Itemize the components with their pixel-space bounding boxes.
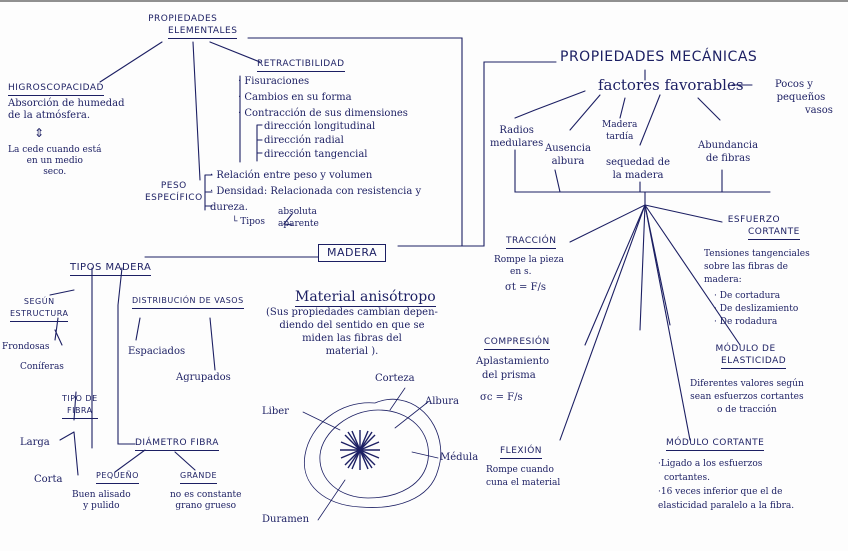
- retractibilidad-items: · Fisuraciones · Cambios en su forma · C…: [238, 76, 408, 119]
- factor-sequedad: sequedad de la madera: [606, 157, 671, 181]
- esfuerzo-cortante-text: Tensiones tangenciales sobre las fibras …: [704, 249, 810, 285]
- compresion-formula: σc = F/s: [480, 392, 523, 403]
- factor-radios-medulares: Radios medulares: [490, 125, 544, 149]
- propiedades-mecanicas-title: PROPIEDADES MECÁNICAS: [560, 49, 758, 65]
- grande-text: no es constante grano grueso: [170, 490, 242, 511]
- peso-tipos-list: absoluta aparente: [278, 207, 319, 229]
- higroscopicidad-text: Absorción de humedad de la atmósfera.: [8, 98, 125, 121]
- modulo-elasticidad-text: Diferentes valores según sean esfuerzos …: [690, 379, 804, 415]
- peso-tipos-label: └ Tipos: [232, 217, 265, 227]
- exchange-arrow-icon: ⇕: [34, 126, 45, 140]
- traccion-formula: σt = F/s: [505, 282, 547, 293]
- modulo-cortante-text: ·Ligado a los esfuerzos cortantes. ·16 v…: [658, 459, 795, 511]
- compresion-title: COMPRESIÓN: [484, 336, 550, 350]
- higroscopicidad-note: La cede cuando está en un medio seco.: [8, 145, 102, 177]
- esfuerzo-cortante-title: ESFUERZO CORTANTE: [708, 214, 800, 240]
- agrupados-label: Agrupados: [176, 372, 231, 383]
- peso-especifico-text: · Relación entre peso y volumen · Densid…: [210, 170, 422, 213]
- label-albura: Albura: [425, 396, 460, 407]
- higroscopicidad-title: HIGROSCOPACIDAD: [8, 82, 104, 96]
- madera-description: (Sus propiedades cambian depen- diendo d…: [266, 307, 438, 357]
- retractibilidad-directions: dirección longitudinal dirección radial …: [264, 121, 376, 160]
- madera-node: MADERA: [318, 244, 387, 262]
- modulo-elasticidad-title: MÓDULO DE ELASTICIDAD: [705, 343, 787, 369]
- espaciados-label: Espaciados: [128, 346, 186, 357]
- factor-madera-tardia: Madera tardía: [602, 120, 638, 142]
- retractibilidad-title: RETRACTIBILIDAD: [257, 58, 345, 72]
- esfuerzo-cortante-items: · De cortadura · De deslizamiento · De r…: [714, 291, 799, 327]
- frondosas-label: Frondosas: [2, 342, 50, 352]
- tipos-madera-title: TIPOS MADERA: [70, 262, 152, 276]
- pequeno-text: Buen alisado y pulido: [72, 490, 131, 511]
- grande-title: GRANDE: [180, 470, 218, 484]
- modulo-cortante-title: MÓDULO CORTANTE: [666, 437, 765, 451]
- traccion-text: Rompe la pieza en s.: [494, 255, 564, 277]
- tipo-fibra-title: TIPO DE FIBRA: [62, 393, 98, 419]
- diametro-fibra-title: DIÁMETRO FIBRA: [135, 437, 219, 451]
- corta-label: Corta: [34, 474, 63, 485]
- label-corteza: Corteza: [375, 373, 415, 384]
- propiedades-elementales-title: PROPIEDADES ELEMENTALES: [128, 13, 238, 39]
- label-duramen: Duramen: [262, 514, 310, 525]
- pocos-vasos: Pocos y pequeños vasos: [774, 79, 833, 116]
- coniferas-label: Coníferas: [20, 362, 64, 372]
- flexion-title: FLEXIÓN: [500, 445, 543, 459]
- distribucion-vasos-title: DISTRIBUCIÓN DE VASOS: [132, 295, 244, 309]
- factor-abundancia-fibras: Abundancia de fibras: [698, 140, 759, 164]
- larga-label: Larga: [20, 437, 50, 448]
- factores-favorables: factores favorables: [598, 76, 744, 94]
- medula-star-icon: [340, 430, 380, 470]
- label-liber: Liber: [262, 406, 289, 417]
- label-medula: Médula: [440, 452, 479, 463]
- traccion-title: TRACCIÓN: [506, 235, 557, 249]
- factor-ausencia-albura: Ausencia albura: [545, 143, 591, 167]
- compresion-text: Aplastamiento del prisma: [476, 356, 549, 381]
- pequeno-title: PEQUEÑO: [96, 470, 139, 484]
- flexion-text: Rompe cuando cuna el material: [486, 465, 561, 488]
- material-anisotropo: Material anisótropo: [295, 289, 436, 307]
- peso-especifico-title: PESO ESPECÍFICO: [145, 181, 203, 203]
- segun-estructura-title: SEGÚN ESTRUCTURA: [10, 296, 69, 322]
